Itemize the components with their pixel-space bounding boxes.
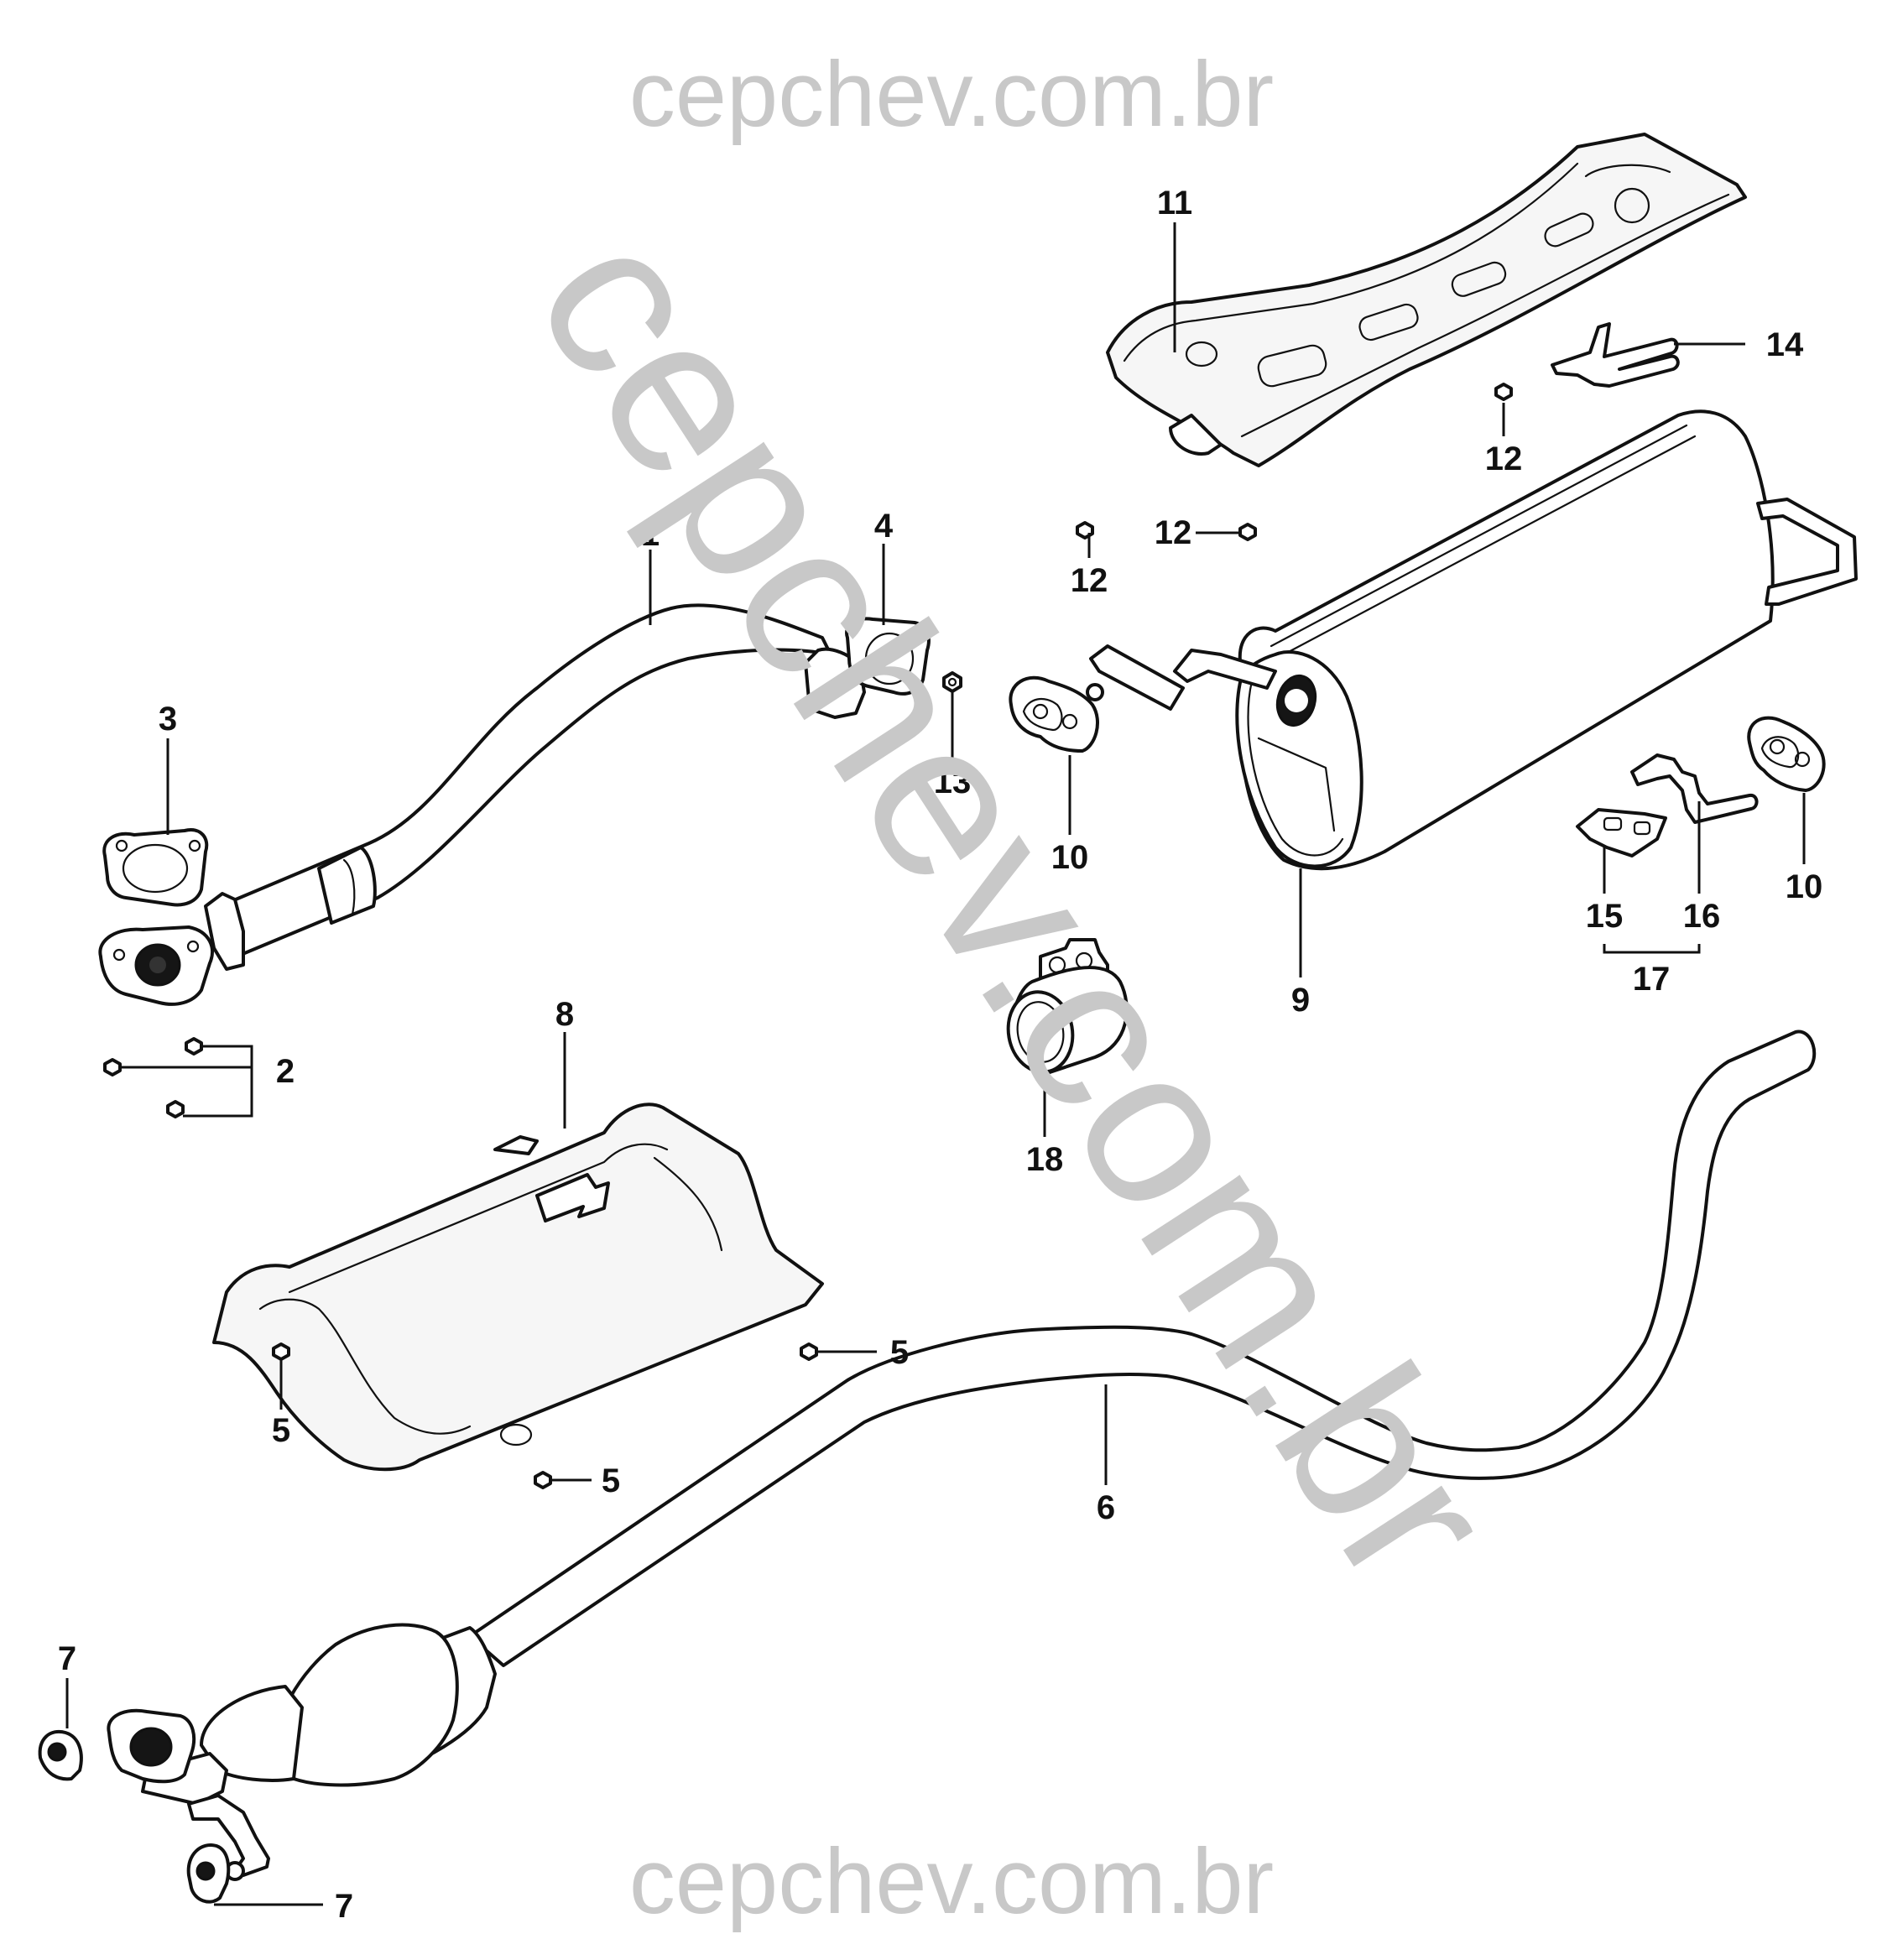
callout-10-b: 10	[1786, 868, 1823, 905]
part-9-rear-muffler	[1086, 409, 1858, 871]
part-16-hanger-rod	[1630, 753, 1759, 824]
part-5-nuts	[272, 1342, 818, 1489]
part-4-gasket	[845, 617, 931, 696]
part-11-heat-shield	[1106, 133, 1747, 467]
callout-2: 2	[276, 1053, 295, 1090]
watermark-bottom: cepchev.com.br	[629, 1830, 1274, 1933]
part-13-nut	[942, 671, 962, 693]
callout-8: 8	[555, 996, 574, 1033]
callout-15: 15	[1586, 898, 1624, 935]
part-15-clamp-bracket	[1576, 808, 1667, 858]
callout-12-c: 12	[1155, 514, 1192, 551]
part-18-clamp	[1006, 938, 1129, 1076]
part-10-rubber-hanger-left	[1009, 675, 1099, 753]
callout-17: 17	[1633, 961, 1671, 998]
callout-7-a: 7	[58, 1640, 76, 1677]
part-10-rubber-hanger-right	[1747, 716, 1826, 792]
callout-16: 16	[1683, 898, 1721, 935]
callout-12-b: 12	[1071, 562, 1108, 599]
part-8-heat-shield	[212, 1102, 824, 1472]
callout-7-b: 7	[335, 1888, 353, 1925]
callout-5-a: 5	[272, 1412, 290, 1449]
leader-lines	[65, 222, 1806, 1906]
callout-4: 4	[874, 508, 894, 545]
callout-10-a: 10	[1051, 839, 1089, 876]
watermark-top: cepchev.com.br	[629, 43, 1274, 146]
watermark-diagonal: cepchev.com.br	[488, 188, 1543, 1626]
part-7-hanger-bottom	[186, 1843, 231, 1904]
callout-12-a: 12	[1485, 440, 1523, 477]
callout-6: 6	[1097, 1489, 1115, 1526]
callout-13: 13	[934, 764, 972, 800]
part-12-nuts	[1076, 383, 1513, 541]
callout-14: 14	[1766, 326, 1804, 363]
part-3-gasket	[102, 828, 209, 907]
part-1-inlet-flange	[98, 925, 214, 1006]
part-6-intermediate-pipe	[107, 1030, 1817, 1881]
part-2-nuts	[103, 1037, 203, 1118]
callout-5-c: 5	[602, 1462, 620, 1499]
part-14-hanger-bracket	[1551, 322, 1680, 388]
callout-9: 9	[1291, 982, 1310, 1019]
callout-18: 18	[1026, 1141, 1064, 1178]
callout-labels: 1 2 3 4 5 5 5 6 7 7 8 9 10 10 11 12 12 1…	[58, 185, 1822, 1925]
callout-3: 3	[159, 701, 177, 738]
part-7-hanger-left	[38, 1729, 83, 1781]
callout-5-b: 5	[890, 1334, 909, 1371]
callout-11: 11	[1157, 185, 1192, 222]
callout-1: 1	[641, 516, 660, 553]
